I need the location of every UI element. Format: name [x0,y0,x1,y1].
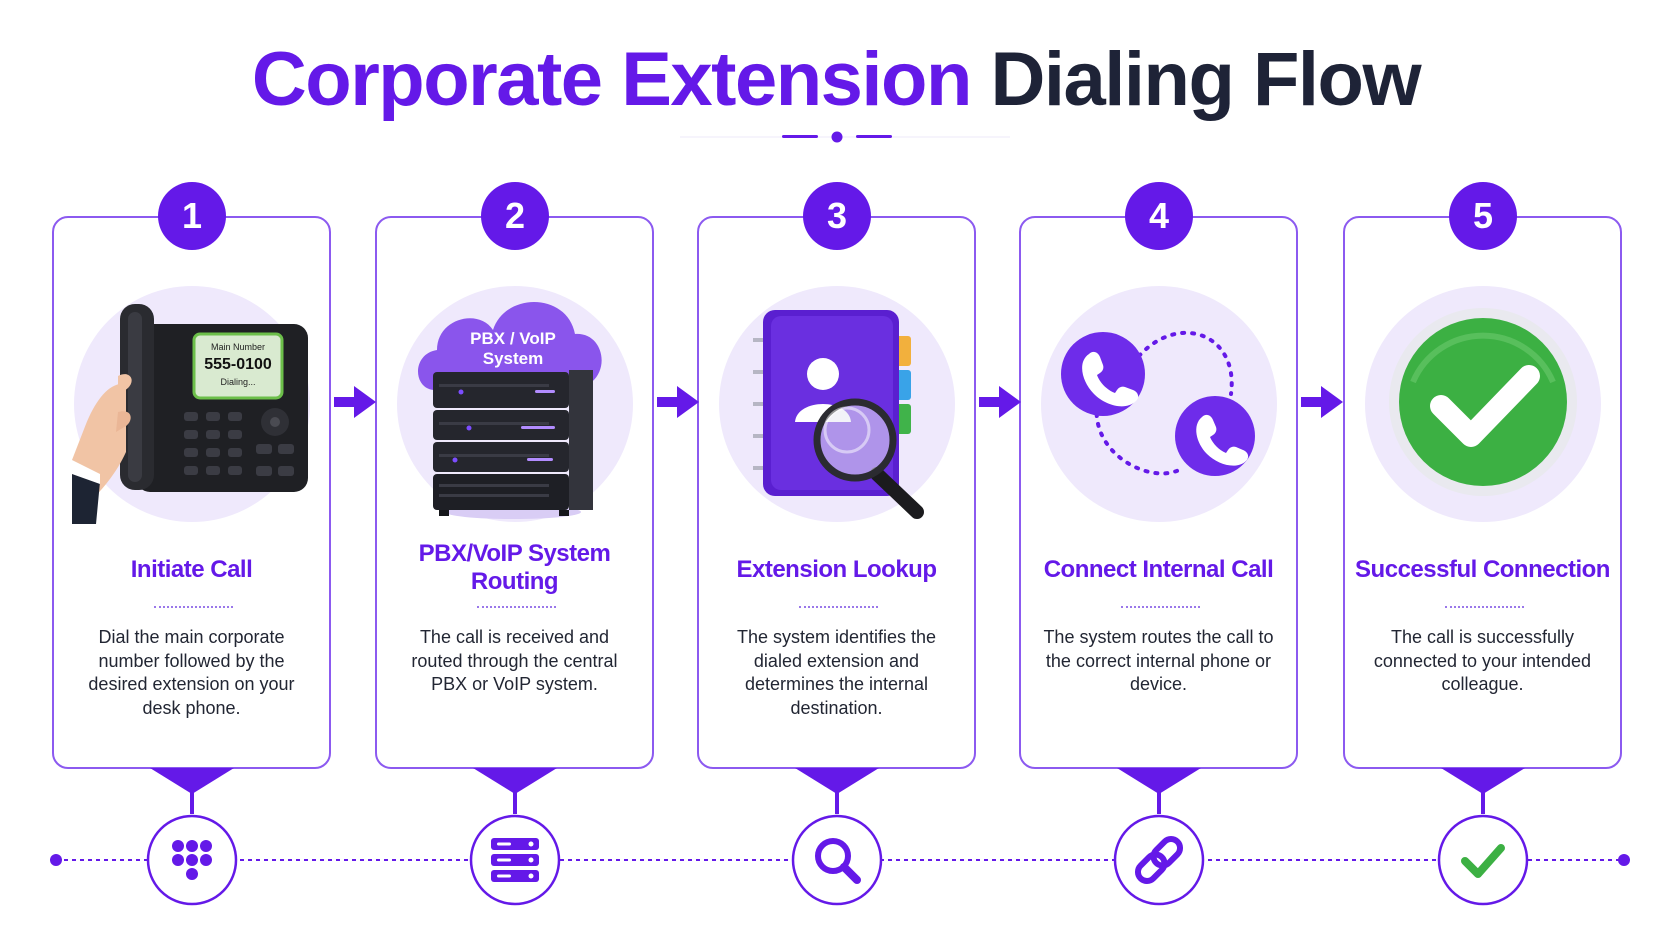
step-card-2: PBX / VoIP System PBX/VoIP System Routin… [375,216,654,769]
step-2-title: PBX/VoIP System Routing [418,540,611,595]
step-3-number-badge: 3 [803,182,871,250]
connected-phones-icon [1041,286,1277,522]
arrow-right-icon [334,386,376,418]
arrow-right-icon [657,386,699,418]
step-1-title: Initiate Call [130,556,253,583]
step-1-number-badge: 1 [158,182,226,250]
search-icon [791,814,883,906]
title-underline-decoration [680,131,1010,143]
cloud-label-line2: System [483,349,543,368]
step-2-description: The call is received and routed through … [411,627,618,694]
arrow-right-icon [979,386,1021,418]
arrow-right-icon [1301,386,1343,418]
step-4-title: Connect Internal Call [1043,556,1274,583]
keypad-icon [146,814,238,906]
cloud-label-line1: PBX / VoIP [470,329,556,348]
phone-screen-status: Dialing... [220,377,255,387]
page-title: Corporate Extension Dialing Flow [0,30,1672,130]
step-5-title: Successful Connection [1355,556,1610,583]
step-3-divider [799,606,878,608]
server-cloud-icon: PBX / VoIP System [397,286,633,522]
step-4-number-badge: 4 [1125,182,1193,250]
link-icon [1113,814,1205,906]
step-5-divider [1445,606,1524,608]
desk-phone-icon: Main Number 555-0100 Dialing... [72,286,310,524]
server-icon [469,814,561,906]
step-card-3: Extension Lookup The system identifies t… [697,216,976,769]
step-3-description: The system identifies the dialed extensi… [736,627,937,718]
step-4-description: The system routes the call to the correc… [1043,627,1274,694]
success-check-icon [1365,286,1601,522]
step-1-divider [154,606,233,608]
step-card-1: Main Number 555-0100 Dialing... Initiate… [52,216,331,769]
step-card-4: Connect Internal Call The system routes … [1019,216,1298,769]
phone-screen-number: 555-0100 [204,356,272,373]
phone-screen-label: Main Number [211,342,265,352]
title-part-2: Dialing Flow [990,37,1422,122]
step-4-divider [1121,606,1200,608]
step-3-title: Extension Lookup [736,556,937,583]
step-2-number-badge: 2 [481,182,549,250]
step-2-divider [477,606,556,608]
step-5-description: The call is successfully connected to yo… [1373,627,1592,694]
title-part-1: Corporate Extension [251,37,972,122]
step-1-description: Dial the main corporate number followed … [88,627,295,718]
check-icon [1437,814,1529,906]
directory-search-icon [719,286,955,522]
step-card-5: Successful Connection The call is succes… [1343,216,1622,769]
step-5-number-badge: 5 [1449,182,1517,250]
